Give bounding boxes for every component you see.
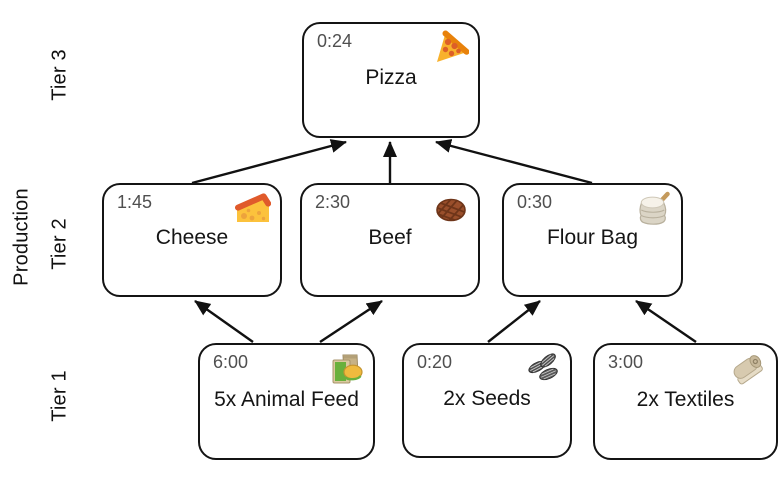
pizza-icon xyxy=(433,30,469,66)
edge-flourbag-to-pizza xyxy=(435,139,593,185)
node-flour-bag: 0:30 Flour Bag xyxy=(502,183,683,297)
production-time: 0:30 xyxy=(517,192,553,212)
edge-seeds-to-flourbag xyxy=(487,300,541,343)
tier-3-label: Tier 3 xyxy=(48,49,71,101)
node-label: Cheese xyxy=(155,226,229,250)
tier-1-label: Tier 1 xyxy=(48,370,71,422)
node-beef: 2:30 Beef xyxy=(300,183,480,297)
animal-feed-icon xyxy=(328,351,364,387)
node-animal-feed: 6:00 5x Animal Feed xyxy=(198,343,375,460)
production-time: 3:00 xyxy=(608,352,644,372)
production-time: 0:20 xyxy=(417,352,453,372)
edge-textiles-to-flourbag xyxy=(635,300,697,343)
edge-cheese-to-pizza xyxy=(191,139,347,185)
node-pizza: 0:24 Pizza xyxy=(302,22,480,138)
node-seeds: 0:20 2x Seeds xyxy=(402,343,572,458)
axis-label-production: Production xyxy=(10,188,33,286)
node-label: Flour Bag xyxy=(546,226,639,250)
production-time: 0:24 xyxy=(317,31,353,51)
node-label: 5x Animal Feed xyxy=(214,387,359,411)
node-textiles: 3:00 2x Textiles xyxy=(593,343,778,460)
flour-bag-icon xyxy=(636,191,672,227)
production-time: 1:45 xyxy=(117,192,153,212)
node-cheese: 1:45 Cheese xyxy=(102,183,282,297)
seeds-icon xyxy=(525,351,561,387)
cheese-icon xyxy=(235,191,271,227)
production-time: 2:30 xyxy=(315,192,351,212)
node-label: 2x Textiles xyxy=(636,387,735,411)
steak-icon xyxy=(433,191,469,227)
node-label: 2x Seeds xyxy=(443,386,531,410)
node-label: Pizza xyxy=(365,66,417,90)
production-time: 6:00 xyxy=(213,352,249,372)
node-label: Beef xyxy=(368,226,412,250)
tier-2-label: Tier 2 xyxy=(48,218,71,270)
edge-feed-to-cheese xyxy=(194,300,254,343)
edge-feed-to-beef xyxy=(319,299,383,344)
textiles-icon xyxy=(731,351,767,387)
